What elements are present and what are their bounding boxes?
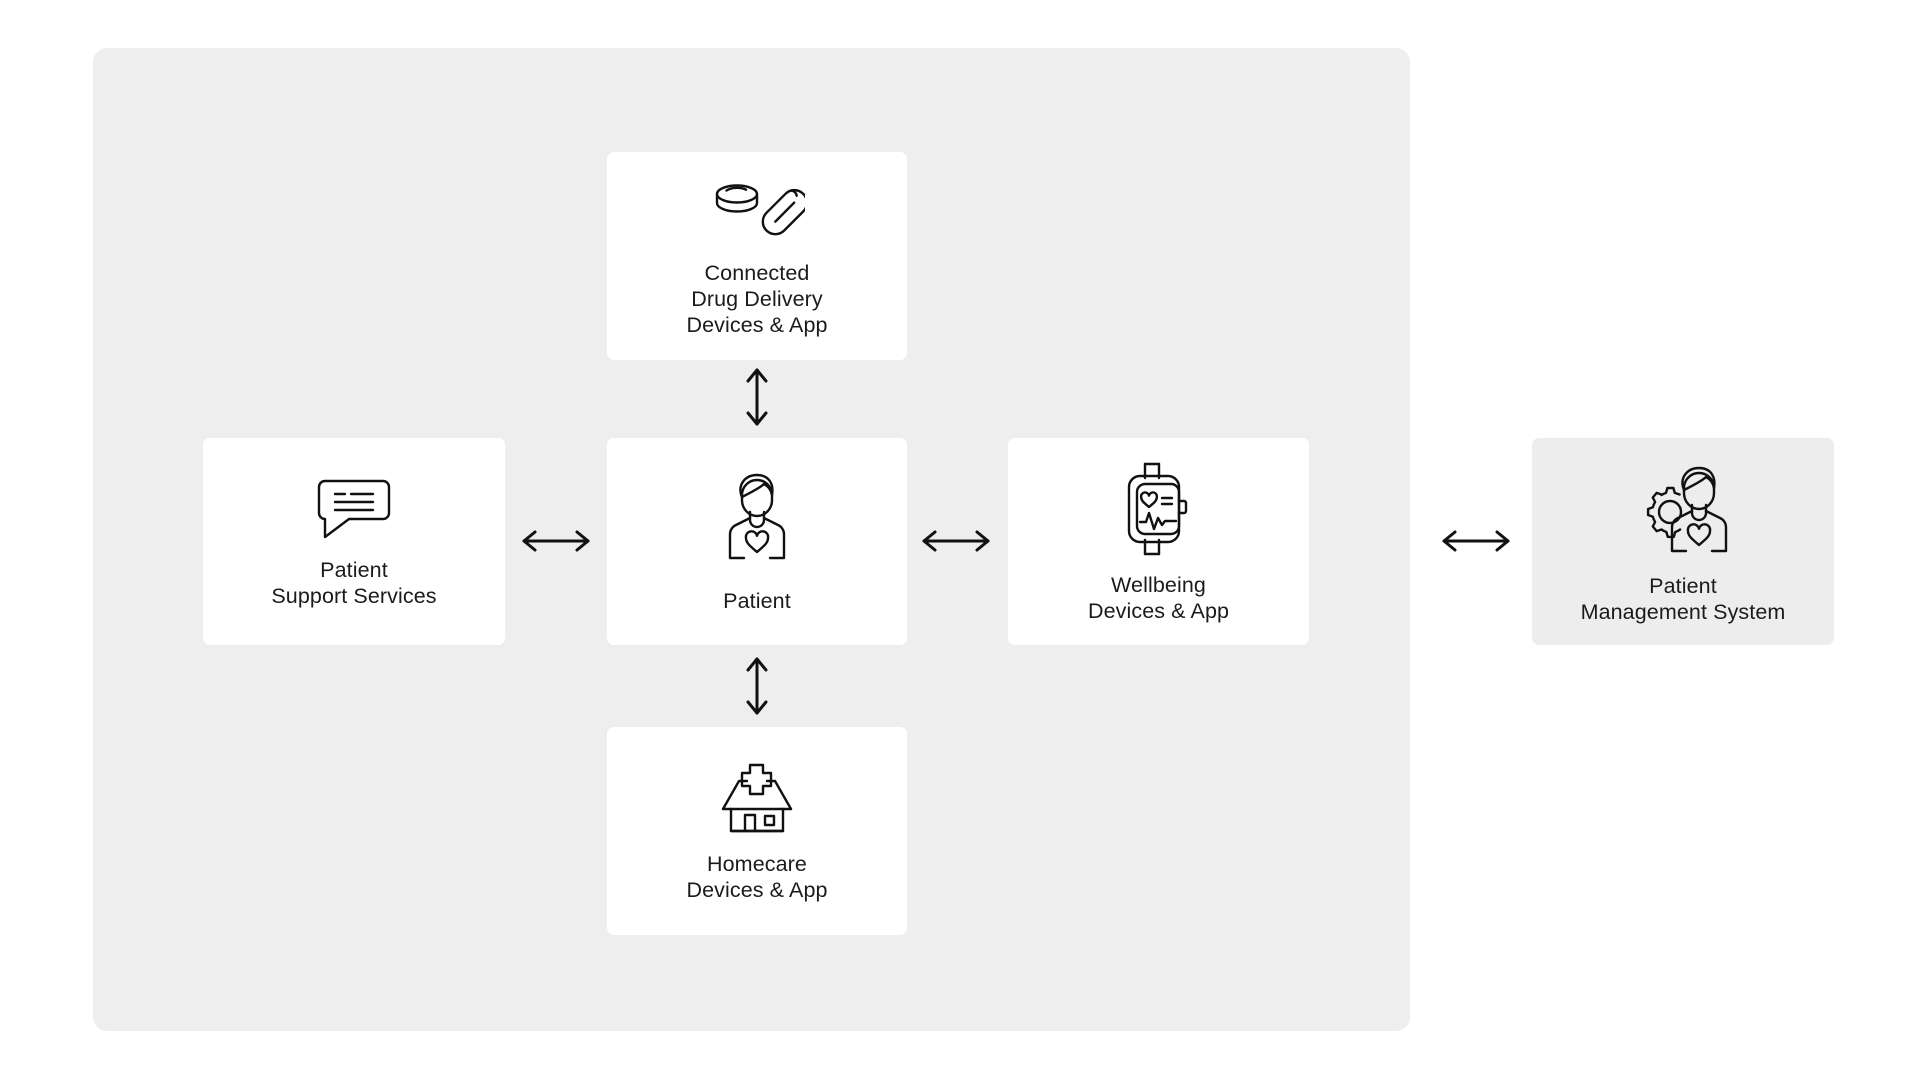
home-medical-icon [607,759,907,837]
card-connected-drug-delivery[interactable]: Connected Drug Delivery Devices & App [607,152,907,360]
card-patient[interactable]: Patient [607,438,907,645]
connector-support-to-patient-icon [518,508,594,574]
smartwatch-icon [1008,460,1309,558]
card-label: Connected Drug Delivery Devices & App [686,261,828,337]
patient-person-icon [607,470,907,570]
chat-bubble-icon [203,475,505,543]
card-label: Patient Support Services [271,557,437,608]
connector-drug-delivery-to-patient-icon [731,364,783,430]
pills-icon [607,174,907,246]
card-label: Wellbeing Devices & App [1087,572,1230,623]
card-patient-management-system[interactable]: Patient Management System [1532,438,1834,645]
connector-patient-to-wellbeing-icon [918,508,994,574]
card-patient-support-services[interactable]: Patient Support Services [203,438,505,645]
connector-patient-to-homecare-icon [731,653,783,719]
card-wellbeing-devices[interactable]: Wellbeing Devices & App [1008,438,1309,645]
card-label: Patient Management System [1580,573,1786,624]
gear-person-icon [1532,459,1834,559]
card-label: Patient [723,588,791,613]
card-label: Homecare Devices & App [686,852,828,902]
card-homecare-devices[interactable]: Homecare Devices & App [607,727,907,935]
connector-wellbeing-to-pms-icon [1438,508,1514,574]
